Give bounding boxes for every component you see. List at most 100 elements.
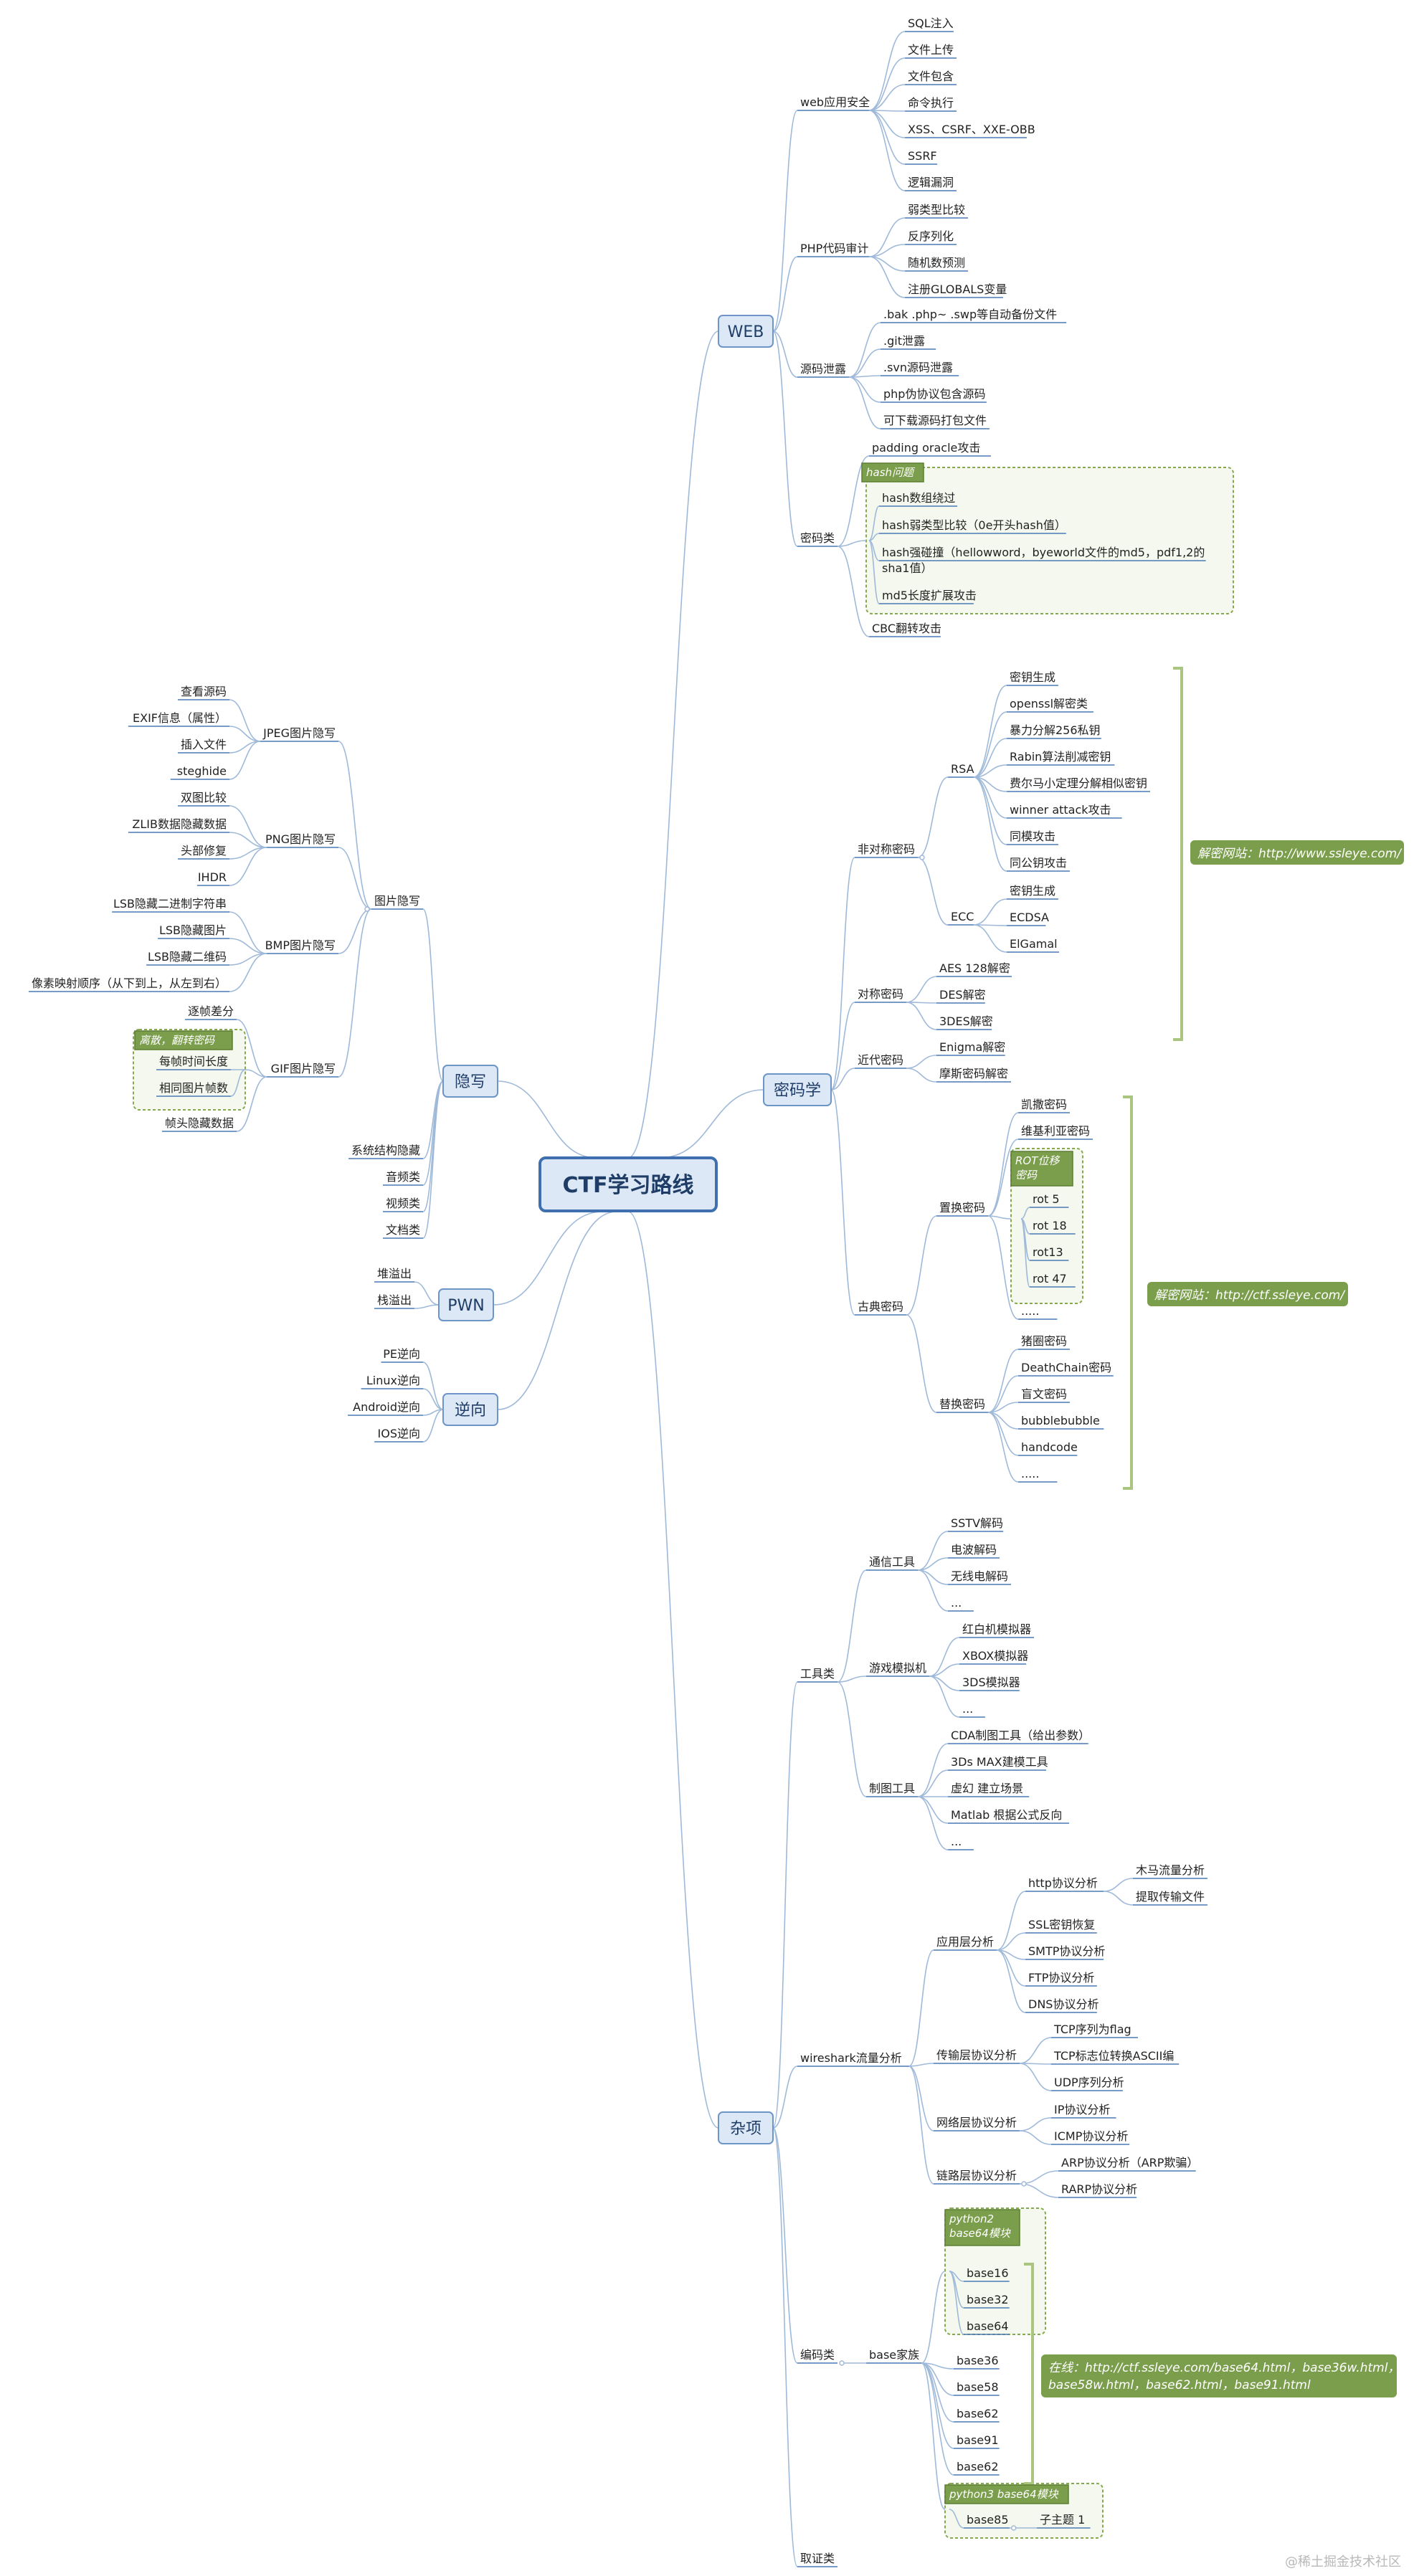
app-link-3	[996, 1949, 1026, 1987]
stego-box[interactable]	[442, 1065, 498, 1098]
base-bracket	[1024, 2263, 1034, 2485]
stego-others-link-1	[422, 1080, 444, 1186]
draw-item-1-label: 3Ds MAX建模工具	[951, 1755, 1048, 1769]
web-sec-link-2	[868, 84, 906, 111]
web-sec-link-1	[868, 57, 906, 111]
encode-label: 编码类	[800, 2348, 835, 2362]
modern-label: 近代密码	[858, 1053, 903, 1067]
tools-link-2	[837, 1681, 867, 1797]
wireshark-label: wireshark流量分析	[800, 2051, 902, 2065]
pic-link-0	[338, 741, 372, 910]
png-link-0	[229, 805, 267, 848]
net-item-1-label: ICMP协议分析	[1054, 2129, 1128, 2143]
perm-item-0-label: 凯撒密码	[1021, 1098, 1067, 1111]
pwn-box[interactable]	[438, 1288, 494, 1321]
trans-item-2-label: UDP序列分析	[1054, 2076, 1124, 2089]
stego-pic-link	[422, 908, 444, 1082]
app-item-0-label: SSL密钥恢复	[1028, 1918, 1095, 1931]
hash-group-tag	[861, 462, 924, 483]
gif-group-link-1	[230, 1069, 246, 1097]
tools-label: 工具类	[800, 1667, 835, 1681]
bmp-label: BMP图片隐写	[265, 938, 336, 952]
misc-box[interactable]	[718, 2111, 774, 2144]
hash-item-2b-label: sha1值）	[882, 561, 932, 575]
py3-group-tag-text-0: python3 base64模块	[949, 2488, 1059, 2501]
reverse-box[interactable]	[442, 1393, 498, 1426]
crypto-box[interactable]	[763, 1073, 832, 1106]
link-item-0-label: ARP协议分析（ARP欺骗）	[1061, 2156, 1198, 2169]
src-leak-item-3-label: php伪协议包含源码	[883, 387, 985, 401]
web-sec-item-5-label: SSRF	[908, 149, 937, 163]
sym-link-2	[906, 1002, 937, 1030]
http-analysis-label: http协议分析	[1028, 1876, 1098, 1890]
stego-label: 隐写	[455, 1073, 486, 1091]
pic-link-1	[338, 847, 372, 910]
classic-note	[1147, 1282, 1348, 1306]
stego-other-2-label: 视频类	[386, 1197, 420, 1210]
rot-link-3	[1020, 1218, 1030, 1288]
gif-group-tag-text-0: 离散，翻转密码	[139, 1034, 215, 1047]
modern-item-0-label: Enigma解密	[939, 1040, 1005, 1054]
root-web-link	[627, 331, 719, 1159]
crypto-asym-link	[830, 857, 855, 1090]
rsa-item-1-label: openssl解密类	[1010, 697, 1088, 710]
rsa-link-0	[973, 685, 1007, 778]
subst-link-1	[987, 1375, 1019, 1413]
wireshark-link-1	[908, 2063, 934, 2067]
trans-link-2	[1019, 2063, 1052, 2091]
bmp-item-1-label: LSB隐藏图片	[159, 923, 227, 937]
game-item-1-label: XBOX模拟器	[962, 1649, 1028, 1663]
root-box[interactable]	[538, 1156, 718, 1212]
comm-item-3-label: ...	[951, 1596, 962, 1610]
encode-joint	[839, 2360, 845, 2366]
rsa-item-5-label: winner attack攻击	[1010, 803, 1111, 817]
subst-link-0	[987, 1349, 1019, 1413]
web-box[interactable]	[718, 315, 774, 348]
comm-link-3	[917, 1569, 949, 1612]
crypto-label: 密码学	[774, 1082, 821, 1100]
modern-item-1-label: 摩斯密码解密	[939, 1067, 1008, 1080]
src-leak-item-1-label: .git泄露	[883, 334, 925, 348]
perm-link-2	[987, 1215, 1012, 1220]
src-leak-item-2-label: .svn源码泄露	[883, 361, 953, 374]
asym-note-text-0: 解密网站：http://www.ssleye.com/	[1197, 847, 1403, 861]
draw-item-3-label: Matlab 根据公式反向	[951, 1808, 1062, 1822]
asym-link-1	[917, 857, 949, 926]
jpeg-item-1-label: EXIF信息（属性）	[133, 711, 227, 725]
rot-item-1-label: rot 18	[1033, 1219, 1067, 1232]
gif-group-item-0-label: 每帧时间长度	[159, 1055, 228, 1068]
ecc-item-1-label: ECDSA	[1010, 911, 1049, 924]
src-leak-item-4-label: 可下载源码打包文件	[883, 414, 987, 427]
jpeg-label: JPEG图片隐写	[262, 726, 336, 740]
base-link-0	[921, 2271, 946, 2364]
py2-item-1-label: base32	[967, 2293, 1009, 2306]
web-sec-link-0	[868, 31, 906, 111]
trans-item-1-label: TCP标志位转换ASCII编	[1053, 2049, 1174, 2063]
asym-label: 非对称密码	[858, 842, 915, 856]
web-sec-label: web应用安全	[800, 95, 870, 109]
reverse-item-2-label: Android逆向	[353, 1400, 420, 1414]
draw-item-0-label: CDA制图工具（给出参数）	[951, 1729, 1090, 1742]
cbc-flip-label: CBC翻转攻击	[872, 622, 941, 635]
hash-item-4-label: md5长度扩展攻击	[882, 589, 977, 602]
comm-link-2	[917, 1569, 949, 1585]
subst-item-3-label: bubblebubble	[1021, 1414, 1100, 1427]
stego-other-3-label: 文档类	[386, 1223, 420, 1237]
png-item-0-label: 双图比较	[181, 791, 227, 804]
subst-item-5-label: .....	[1021, 1467, 1039, 1481]
reverse-item-3-label: IOS逆向	[378, 1427, 420, 1440]
base-item-0-label: base36	[957, 2354, 999, 2367]
py2-link-2	[949, 2271, 964, 2335]
perm-label: 置换密码	[939, 1201, 985, 1215]
bmp-item-2-label: LSB隐藏二维码	[148, 950, 227, 964]
jpeg-item-0-label: 查看源码	[181, 685, 227, 698]
web-websec-link	[772, 110, 798, 332]
http-link-1	[1104, 1891, 1134, 1906]
rsa-link-3	[973, 764, 1007, 778]
web-crypto-link-1	[837, 540, 867, 547]
stego-others-link-2	[422, 1080, 444, 1212]
perm-more-label: .....	[1021, 1304, 1039, 1318]
perm-link-3	[987, 1215, 1019, 1320]
net-layer-label: 网络层协议分析	[936, 2116, 1017, 2129]
ecc-item-2-label: ElGamal	[1010, 937, 1058, 951]
